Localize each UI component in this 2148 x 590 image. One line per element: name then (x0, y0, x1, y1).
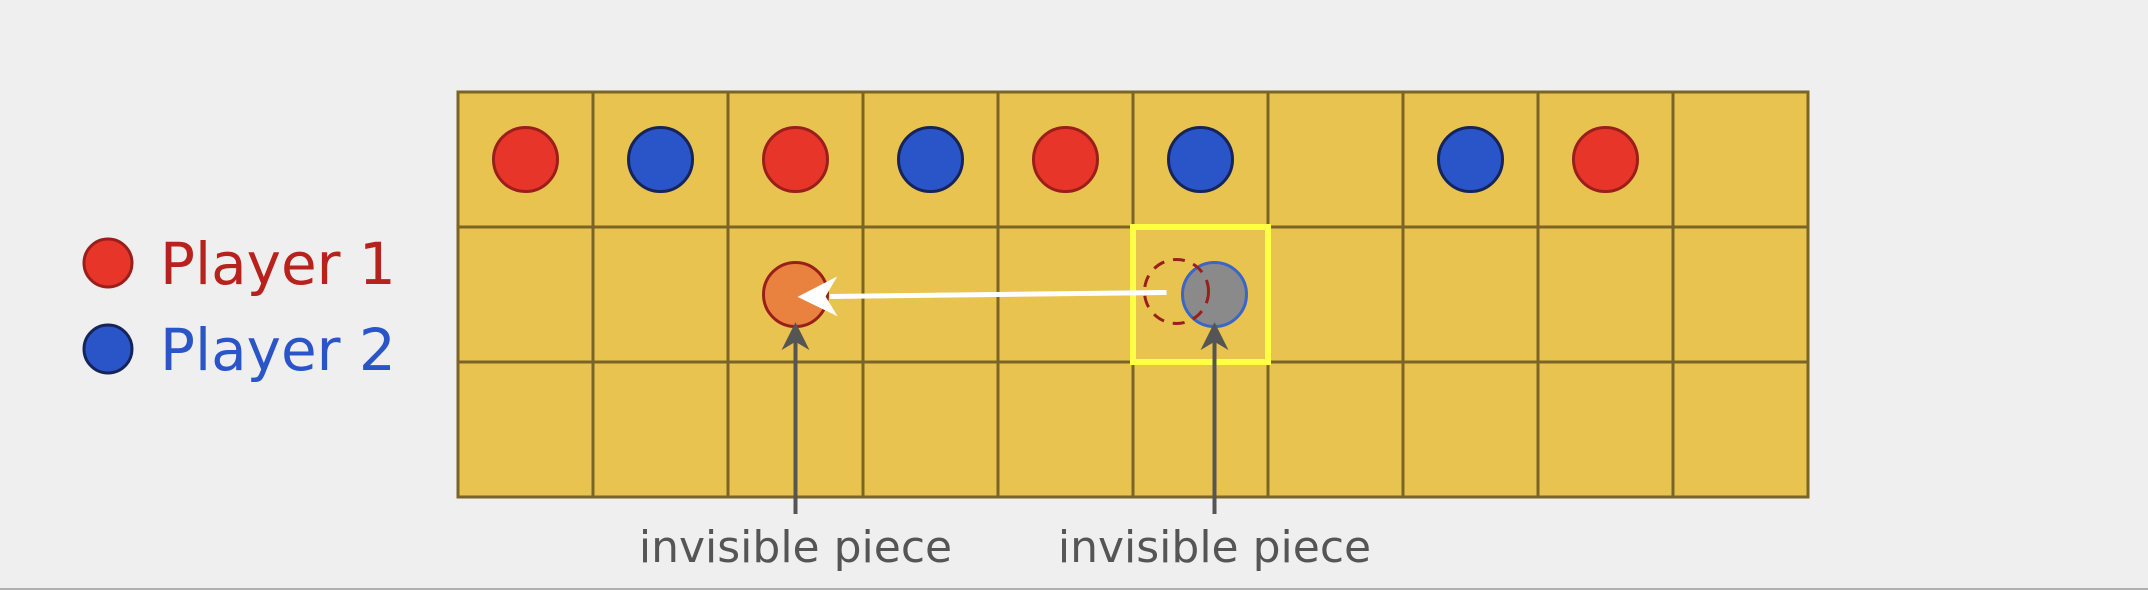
board-cell-r2-c3[interactable] (863, 362, 998, 497)
player1-legend-label: Player 1 (160, 230, 396, 298)
board-cell-r2-c5[interactable] (1133, 362, 1268, 497)
board-cell-r2-c1[interactable] (593, 362, 728, 497)
move-arrow (797, 276, 1167, 317)
board-cell-r1-c8[interactable] (1538, 227, 1673, 362)
game-board[interactable] (456, 90, 1810, 499)
player1-piece[interactable] (762, 126, 829, 193)
ghost-piece-outline (1143, 258, 1210, 325)
player1-piece[interactable] (492, 126, 559, 193)
player2-piece[interactable] (897, 126, 964, 193)
player2-piece[interactable] (1437, 126, 1504, 193)
invisible-piece-label: invisible piece (639, 522, 952, 573)
board-cell-r0-c9[interactable] (1673, 92, 1808, 227)
board-cell-r0-c6[interactable] (1268, 92, 1403, 227)
player2-piece[interactable] (627, 126, 694, 193)
board-cell-r2-c4[interactable] (998, 362, 1133, 497)
board-cell-r1-c9[interactable] (1673, 227, 1808, 362)
board-cell-r2-c0[interactable] (458, 362, 593, 497)
invisible-piece-label: invisible piece (1058, 522, 1371, 573)
player2-piece[interactable] (1167, 126, 1234, 193)
annotations: invisible piece invisible piece (639, 322, 1371, 573)
board-cell-r1-c0[interactable] (458, 227, 593, 362)
player1-piece[interactable] (1032, 126, 1099, 193)
board-cell-r1-c6[interactable] (1268, 227, 1403, 362)
board-cell-r2-c8[interactable] (1538, 362, 1673, 497)
legend: Player 1 Player 2 (82, 230, 396, 384)
player2-legend-swatch (82, 323, 134, 375)
board-cell-r1-c7[interactable] (1403, 227, 1538, 362)
player2-legend-label: Player 2 (160, 316, 396, 384)
player1-legend-swatch (82, 237, 134, 289)
board-cell-r1-c1[interactable] (593, 227, 728, 362)
move-indicator (797, 276, 1167, 317)
invisible-piece-player1 (762, 261, 829, 328)
board-cell-r2-c7[interactable] (1403, 362, 1538, 497)
board-pieces (492, 126, 1639, 328)
board-cell-r2-c6[interactable] (1268, 362, 1403, 497)
board-cell-r2-c9[interactable] (1673, 362, 1808, 497)
player1-piece[interactable] (1572, 126, 1639, 193)
invisible-piece-player2 (1181, 261, 1248, 328)
